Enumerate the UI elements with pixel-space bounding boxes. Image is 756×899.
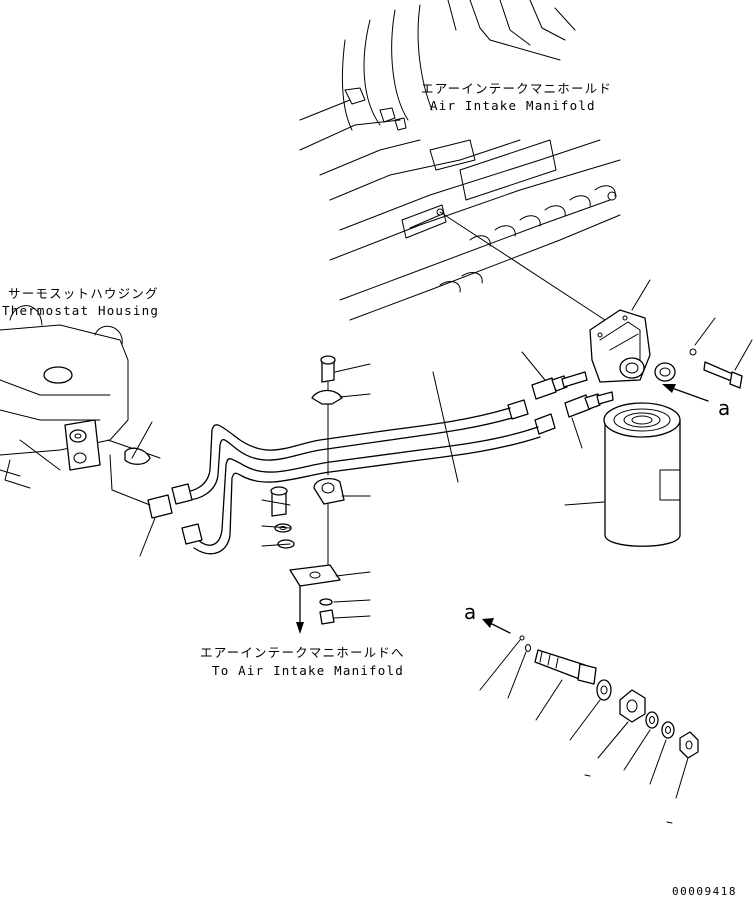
drawing-number: 00009418 bbox=[672, 885, 737, 898]
clamp-assembly bbox=[270, 355, 345, 625]
thermostat-housing bbox=[0, 305, 173, 519]
oil-pipes bbox=[171, 407, 541, 555]
ref-letter-a-bottom: a bbox=[464, 600, 477, 624]
air-intake-manifold-label-en: Air Intake Manifold bbox=[430, 98, 596, 113]
pipe-connectors-right bbox=[507, 371, 614, 435]
thermostat-housing-label-jp: サーモスットハウジング bbox=[8, 286, 159, 301]
thermostat-housing-label-en: Thermostat Housing bbox=[2, 303, 160, 318]
callout-leader-lines bbox=[131, 279, 753, 824]
to-air-intake-manifold-label-jp: エアーインテークマニホールドへ bbox=[200, 645, 405, 660]
head-bolt-and-washer bbox=[689, 348, 743, 389]
filter-head bbox=[589, 309, 676, 383]
ref-arrow-a-top bbox=[671, 387, 709, 402]
sensor-exploded-parts bbox=[482, 618, 699, 759]
air-intake-manifold-label-jp: エアーインテークマニホールド bbox=[421, 81, 613, 96]
manifold-leader-line bbox=[439, 211, 606, 321]
ref-letter-a-top: a bbox=[718, 396, 731, 420]
filter-cartridge bbox=[603, 402, 681, 547]
air-intake-manifold bbox=[299, 0, 621, 321]
to-air-intake-manifold-label-en: To Air Intake Manifold bbox=[212, 663, 404, 678]
